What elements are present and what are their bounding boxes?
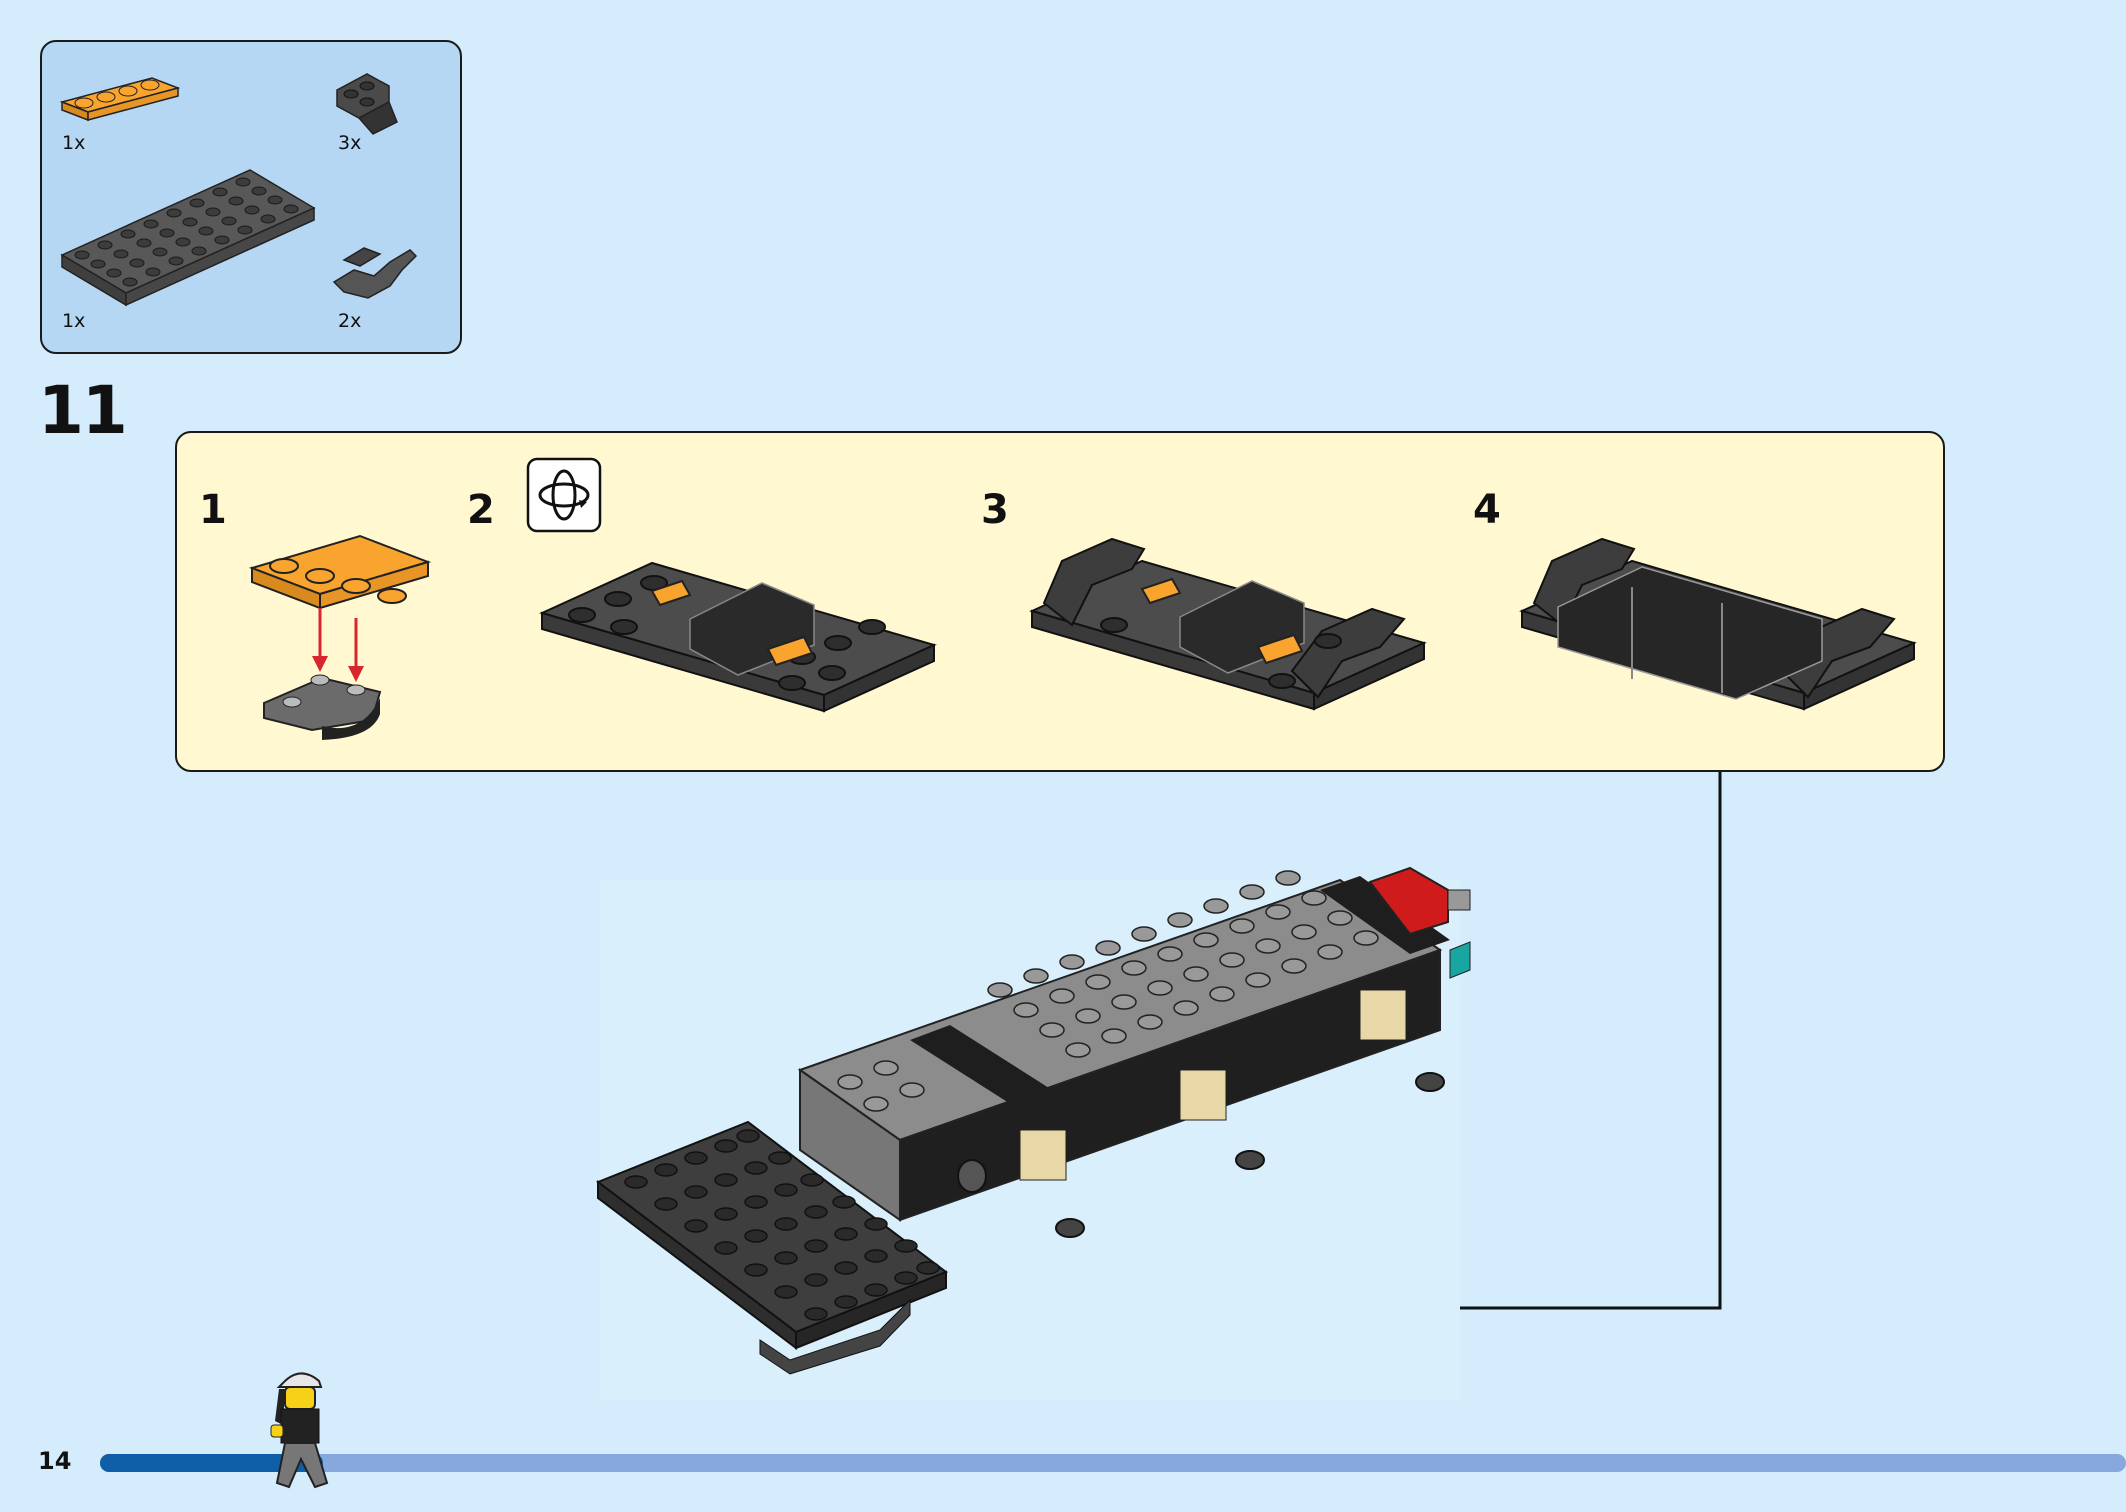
- part-quantity: 1x: [62, 132, 86, 154]
- part-quantity: 1x: [62, 310, 86, 332]
- substep-illustrations: [248, 534, 1917, 740]
- step-number: 11: [38, 372, 128, 449]
- progress-fill: [100, 1454, 323, 1472]
- part-quantity: 3x: [338, 132, 362, 154]
- substep-2-image: [539, 561, 937, 713]
- part-quantity: 2x: [338, 310, 362, 332]
- substep-1-image: [248, 534, 432, 740]
- parts-list-box: 1x 3x 1x 2x: [40, 40, 462, 354]
- substep-number: 2: [467, 487, 495, 533]
- rotate-model-icon: [526, 457, 602, 533]
- main-model-image: [595, 866, 1471, 1400]
- progress-bar: [100, 1454, 2126, 1472]
- worker-minifigure-icon: [270, 1372, 329, 1489]
- orange-plate-part: [59, 77, 181, 122]
- inverted-slope-part: [336, 73, 398, 135]
- substep-number: 1: [199, 487, 227, 533]
- mudguard-part: [332, 247, 418, 299]
- grey-plate-4x8-part: [60, 169, 316, 307]
- subassembly-panel: 1 2 3 4: [175, 431, 1945, 772]
- substep-number: 3: [981, 487, 1009, 533]
- page-number: 14: [38, 1447, 72, 1475]
- substep-3-image: [1029, 537, 1427, 711]
- substep-4-image: [1519, 537, 1917, 711]
- progress-track: [100, 1454, 2126, 1472]
- parts-list-illustrations: [59, 73, 418, 307]
- substep-number: 4: [1473, 487, 1501, 533]
